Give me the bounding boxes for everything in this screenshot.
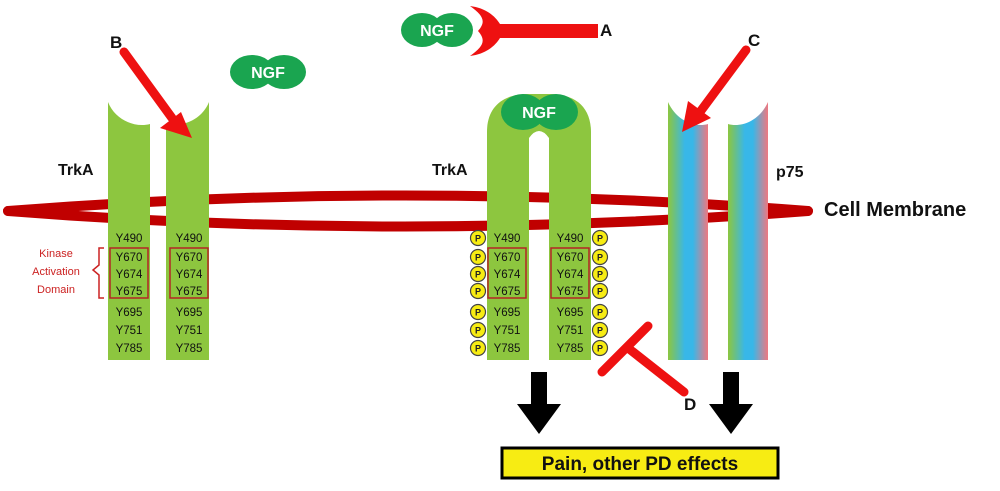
phosphate-symbol: P [597, 308, 603, 318]
phosphate-symbol: P [597, 253, 603, 263]
ngf-receptor-bound: NGF [501, 94, 578, 130]
residue-label: Y674 [494, 269, 521, 281]
outcome-label: Pain, other PD effects [542, 454, 738, 475]
trka-receptor-unbound [108, 102, 209, 360]
ngf-antibody-complex: NGF [401, 6, 598, 56]
trka-right-label: TrkA [432, 162, 468, 179]
kinase-domain-box [487, 247, 527, 299]
residue-label: Y670 [116, 252, 143, 264]
p75-label: p75 [776, 164, 804, 181]
phosphate-symbol: P [475, 287, 481, 297]
residue-label: Y785 [494, 343, 521, 355]
outcome-box [500, 446, 780, 480]
phosphate-marker: P [469, 248, 487, 266]
residue-label: Y670 [494, 252, 521, 264]
residue-label: Y785 [116, 343, 143, 355]
kinase-label-line1: Kinase [39, 248, 73, 260]
residue-label: Y490 [116, 233, 143, 245]
residue-label: Y675 [176, 286, 203, 298]
phosphate-marker: P [469, 321, 487, 339]
residue-label: Y490 [494, 233, 521, 245]
p75-receptor [668, 102, 768, 360]
phosphate-symbol: P [597, 270, 603, 280]
phosphate-marker: P [591, 303, 609, 321]
kinase-label-line2: Activation [32, 266, 80, 278]
residue-label: Y695 [494, 307, 521, 319]
residue-label: Y675 [557, 286, 584, 298]
cell-membrane-label: Cell Membrane [824, 199, 966, 221]
phosphate-marker: P [469, 339, 487, 357]
phosphate-marker: P [469, 229, 487, 247]
arrow-b [119, 47, 192, 138]
residue-label: Y670 [176, 252, 203, 264]
phosphate-marker: P [591, 265, 609, 283]
phosphate-symbol: P [597, 344, 603, 354]
residue-label: Y674 [557, 269, 584, 281]
phosphate-symbol: P [475, 253, 481, 263]
inhibitor-d [597, 321, 689, 397]
residue-label: Y751 [494, 325, 521, 337]
residue-label: Y490 [557, 233, 584, 245]
phosphate-marker: P [469, 282, 487, 300]
phosphate-symbol: P [475, 308, 481, 318]
phosphate-symbol: P [597, 326, 603, 336]
ngf-free-label: NGF [251, 65, 285, 82]
residue-label: Y751 [116, 325, 143, 337]
letter-b: B [110, 33, 122, 52]
kinase-domain-box [169, 247, 209, 299]
residue-label: Y670 [557, 252, 584, 264]
phosphate-marker: P [469, 265, 487, 283]
phosphate-symbol: P [597, 234, 603, 244]
ngf-receptor-label: NGF [522, 105, 556, 122]
kinase-bracket [91, 247, 104, 299]
residue-label: Y695 [116, 307, 143, 319]
phosphate-symbol: P [475, 344, 481, 354]
trka-right-head [487, 94, 591, 360]
phosphate-marker: P [591, 282, 609, 300]
letter-d: D [684, 395, 696, 414]
arrow-c [682, 45, 751, 132]
kinase-domain-box [550, 247, 590, 299]
phosphate-marker: P [591, 248, 609, 266]
phosphate-symbol: P [597, 287, 603, 297]
phosphate-marker: P [469, 303, 487, 321]
residue-label: Y674 [176, 269, 203, 281]
phosphate-symbol: P [475, 234, 481, 244]
trka-left-chain-1 [108, 102, 150, 360]
residue-label: Y695 [557, 307, 584, 319]
signal-arrow-p75 [709, 372, 753, 434]
ngf-free: NGF [230, 55, 306, 89]
phosphate-marker: P [591, 321, 609, 339]
residue-label: Y695 [176, 307, 203, 319]
phosphate-marker: P [591, 229, 609, 247]
kinase-label-line3: Domain [37, 284, 75, 296]
letter-c: C [748, 31, 760, 50]
trka-receptor-bound [487, 94, 591, 360]
residue-label: Y675 [116, 286, 143, 298]
residue-label: Y785 [557, 343, 584, 355]
ngf-antibody-label: NGF [420, 23, 454, 40]
signal-arrow-trka [517, 372, 561, 434]
trka-left-label: TrkA [58, 162, 94, 179]
residue-label: Y785 [176, 343, 203, 355]
phosphate-symbol: P [475, 326, 481, 336]
p75-chain-1 [668, 102, 708, 360]
p75-chain-2 [728, 102, 768, 360]
kinase-domain-box [109, 247, 149, 299]
residue-label: Y751 [176, 325, 203, 337]
residue-label: Y490 [176, 233, 203, 245]
residue-label: Y751 [557, 325, 584, 337]
antibody-a [470, 6, 598, 56]
phosphate-marker: P [591, 339, 609, 357]
residue-label: Y675 [494, 286, 521, 298]
letter-a: A [600, 21, 612, 40]
phosphate-symbol: P [475, 270, 481, 280]
trka-left-chain-2 [166, 102, 209, 360]
residue-label: Y674 [116, 269, 143, 281]
